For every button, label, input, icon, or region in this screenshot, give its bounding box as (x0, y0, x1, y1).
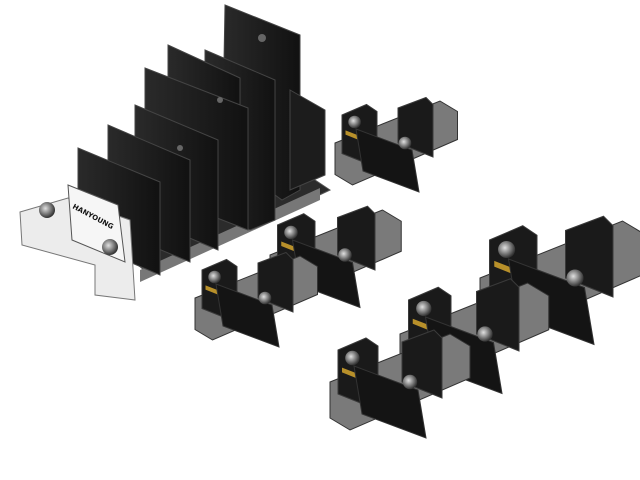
terminal-block (329, 329, 471, 439)
screw-icon (402, 374, 418, 390)
screw-icon (102, 239, 118, 255)
screw-icon (258, 291, 272, 305)
screw-icon (498, 240, 516, 259)
terminal-block (194, 251, 318, 348)
screw-icon (477, 326, 493, 342)
terminal-block (334, 96, 458, 193)
screw-icon (345, 350, 360, 366)
screw-icon (398, 136, 412, 150)
screw-icon (416, 300, 432, 317)
end-clamp: HANYOUNG (19, 184, 136, 301)
screw-icon (39, 202, 55, 218)
screw-icon (284, 225, 298, 240)
terminal-blocks (194, 96, 640, 439)
screw-icon (566, 269, 584, 287)
screw-icon (208, 270, 221, 284)
screw-icon (338, 248, 352, 262)
screw-icon (348, 115, 361, 129)
